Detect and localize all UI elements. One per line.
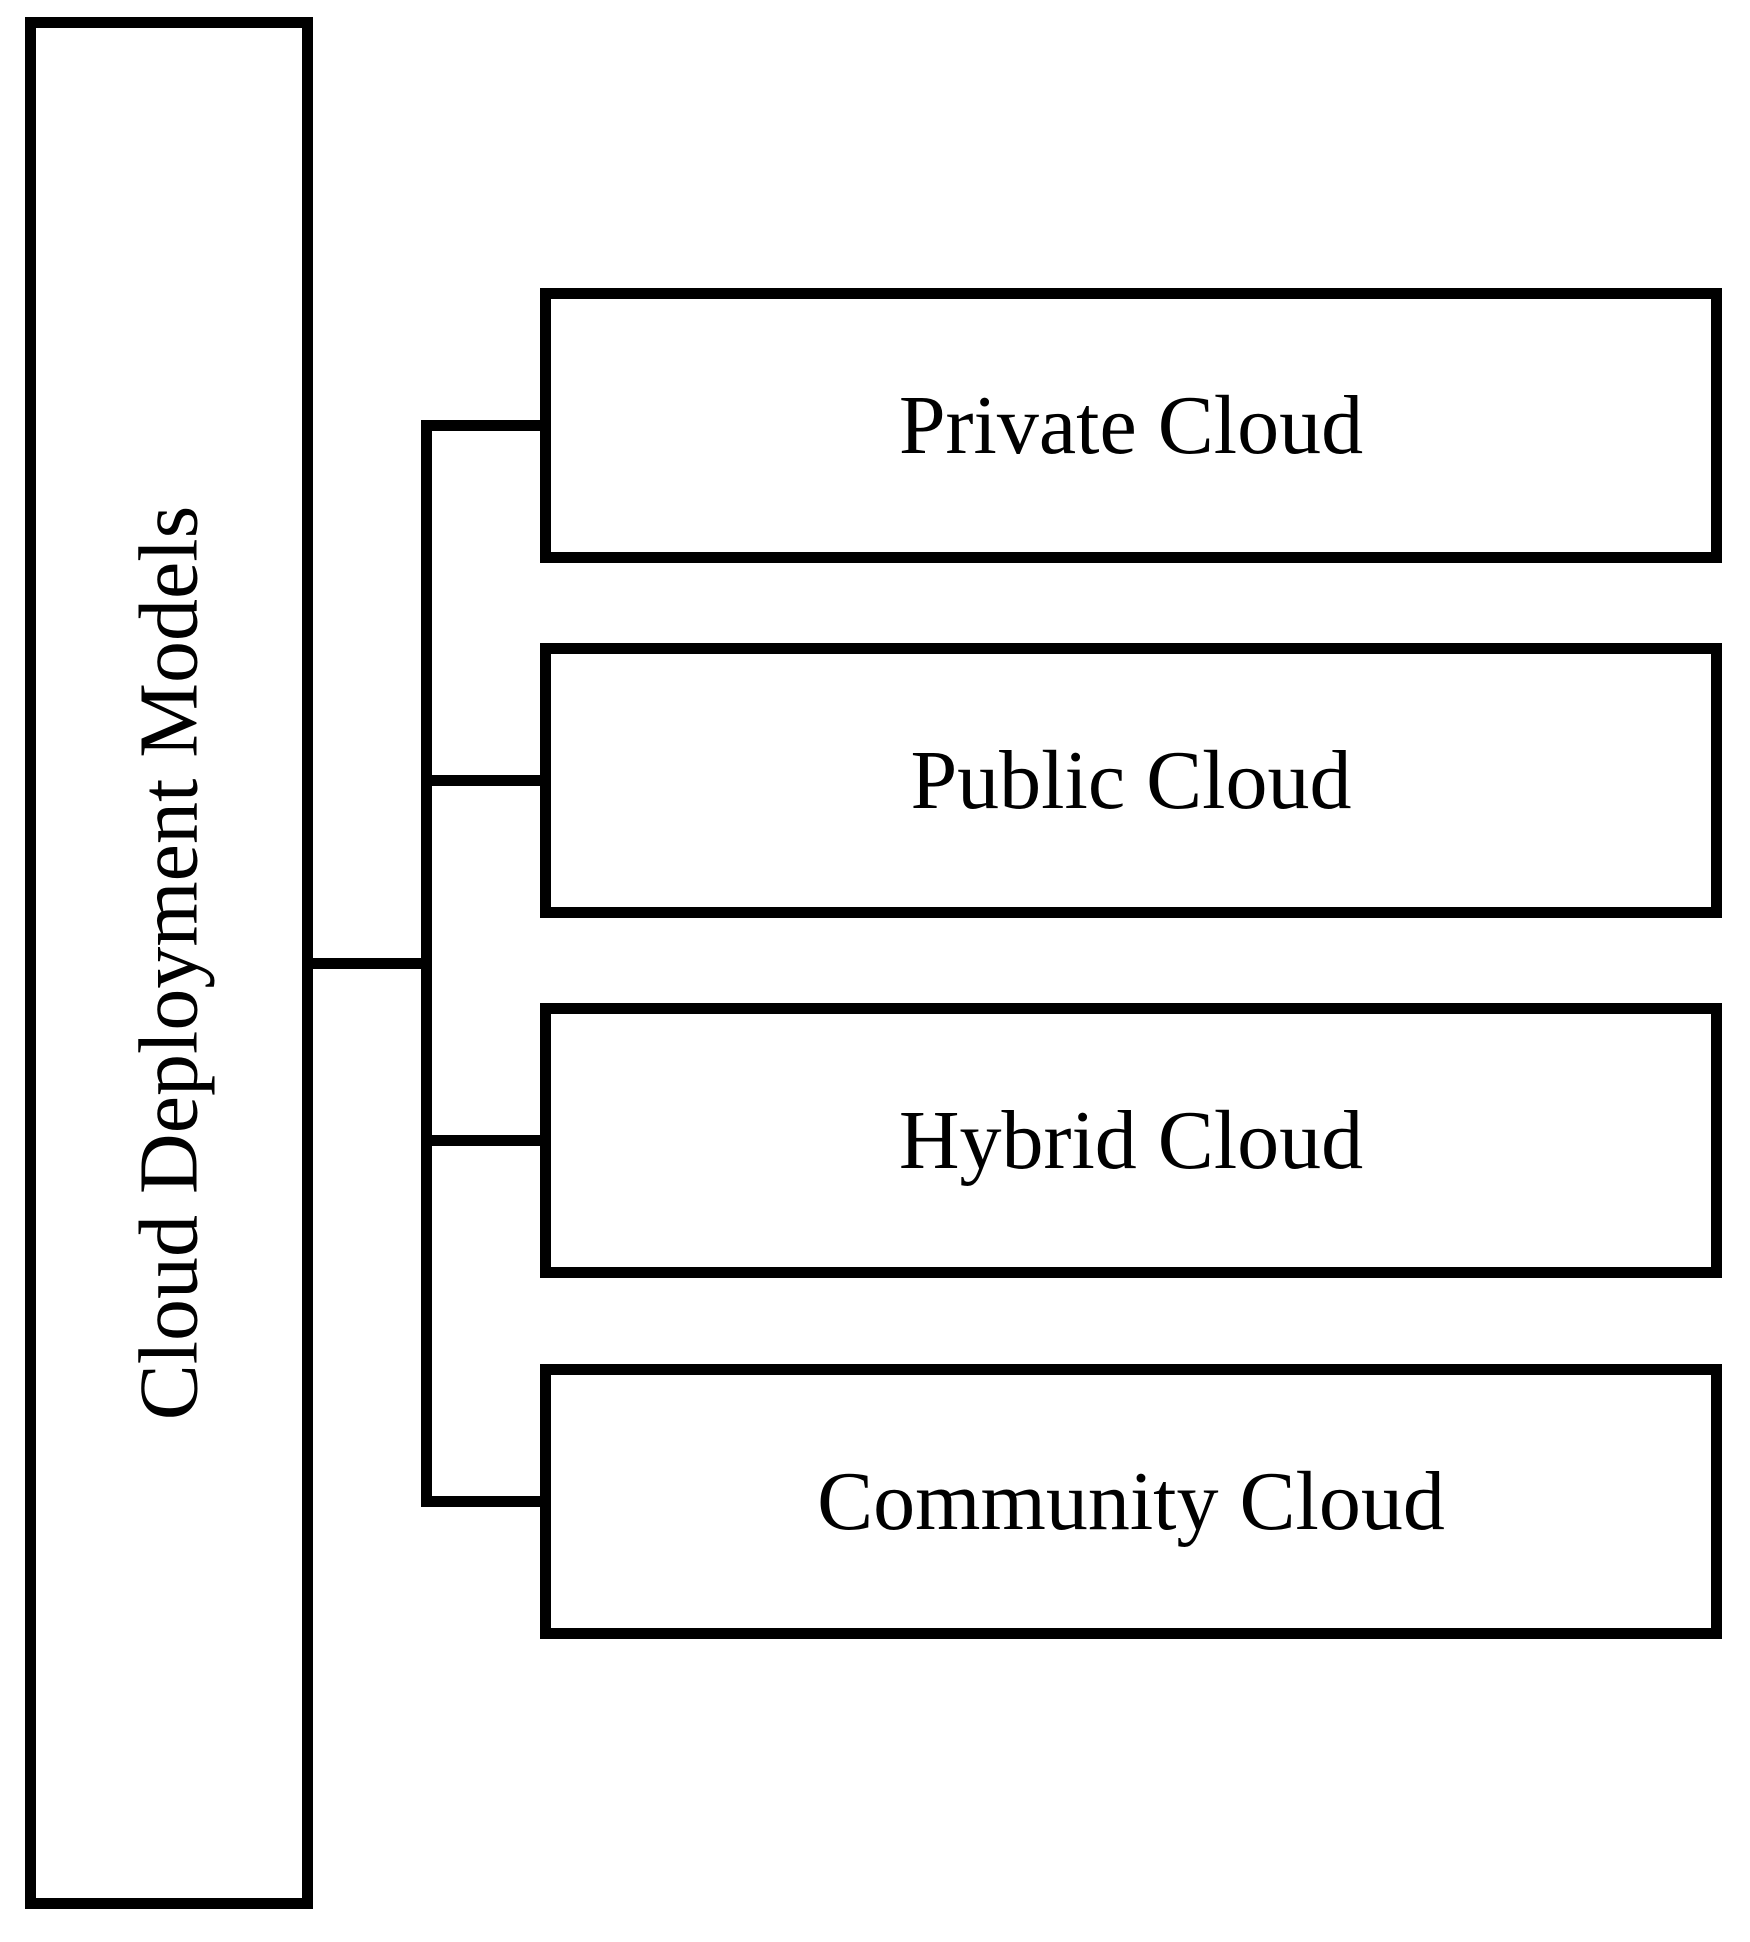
node-public-cloud: Public Cloud <box>540 643 1722 918</box>
connector-stub-public-cloud <box>421 775 551 786</box>
node-private-cloud: Private Cloud <box>540 288 1722 563</box>
node-private-cloud-label: Private Cloud <box>898 378 1364 472</box>
connector-stub-hybrid-cloud <box>421 1135 551 1146</box>
connector-stub-community-cloud <box>421 1496 551 1507</box>
node-community-cloud: Community Cloud <box>540 1364 1722 1639</box>
connector-trunk <box>421 420 432 1507</box>
node-public-cloud-label: Public Cloud <box>910 733 1352 827</box>
root-node-cloud-deployment-models: Cloud Deployment Models <box>25 17 313 1909</box>
node-hybrid-cloud: Hybrid Cloud <box>540 1003 1722 1278</box>
node-community-cloud-label: Community Cloud <box>817 1454 1445 1548</box>
root-node-label: Cloud Deployment Models <box>122 505 216 1421</box>
connector-root-to-trunk <box>302 958 432 969</box>
connector-stub-private-cloud <box>421 420 551 431</box>
node-hybrid-cloud-label: Hybrid Cloud <box>898 1093 1364 1187</box>
